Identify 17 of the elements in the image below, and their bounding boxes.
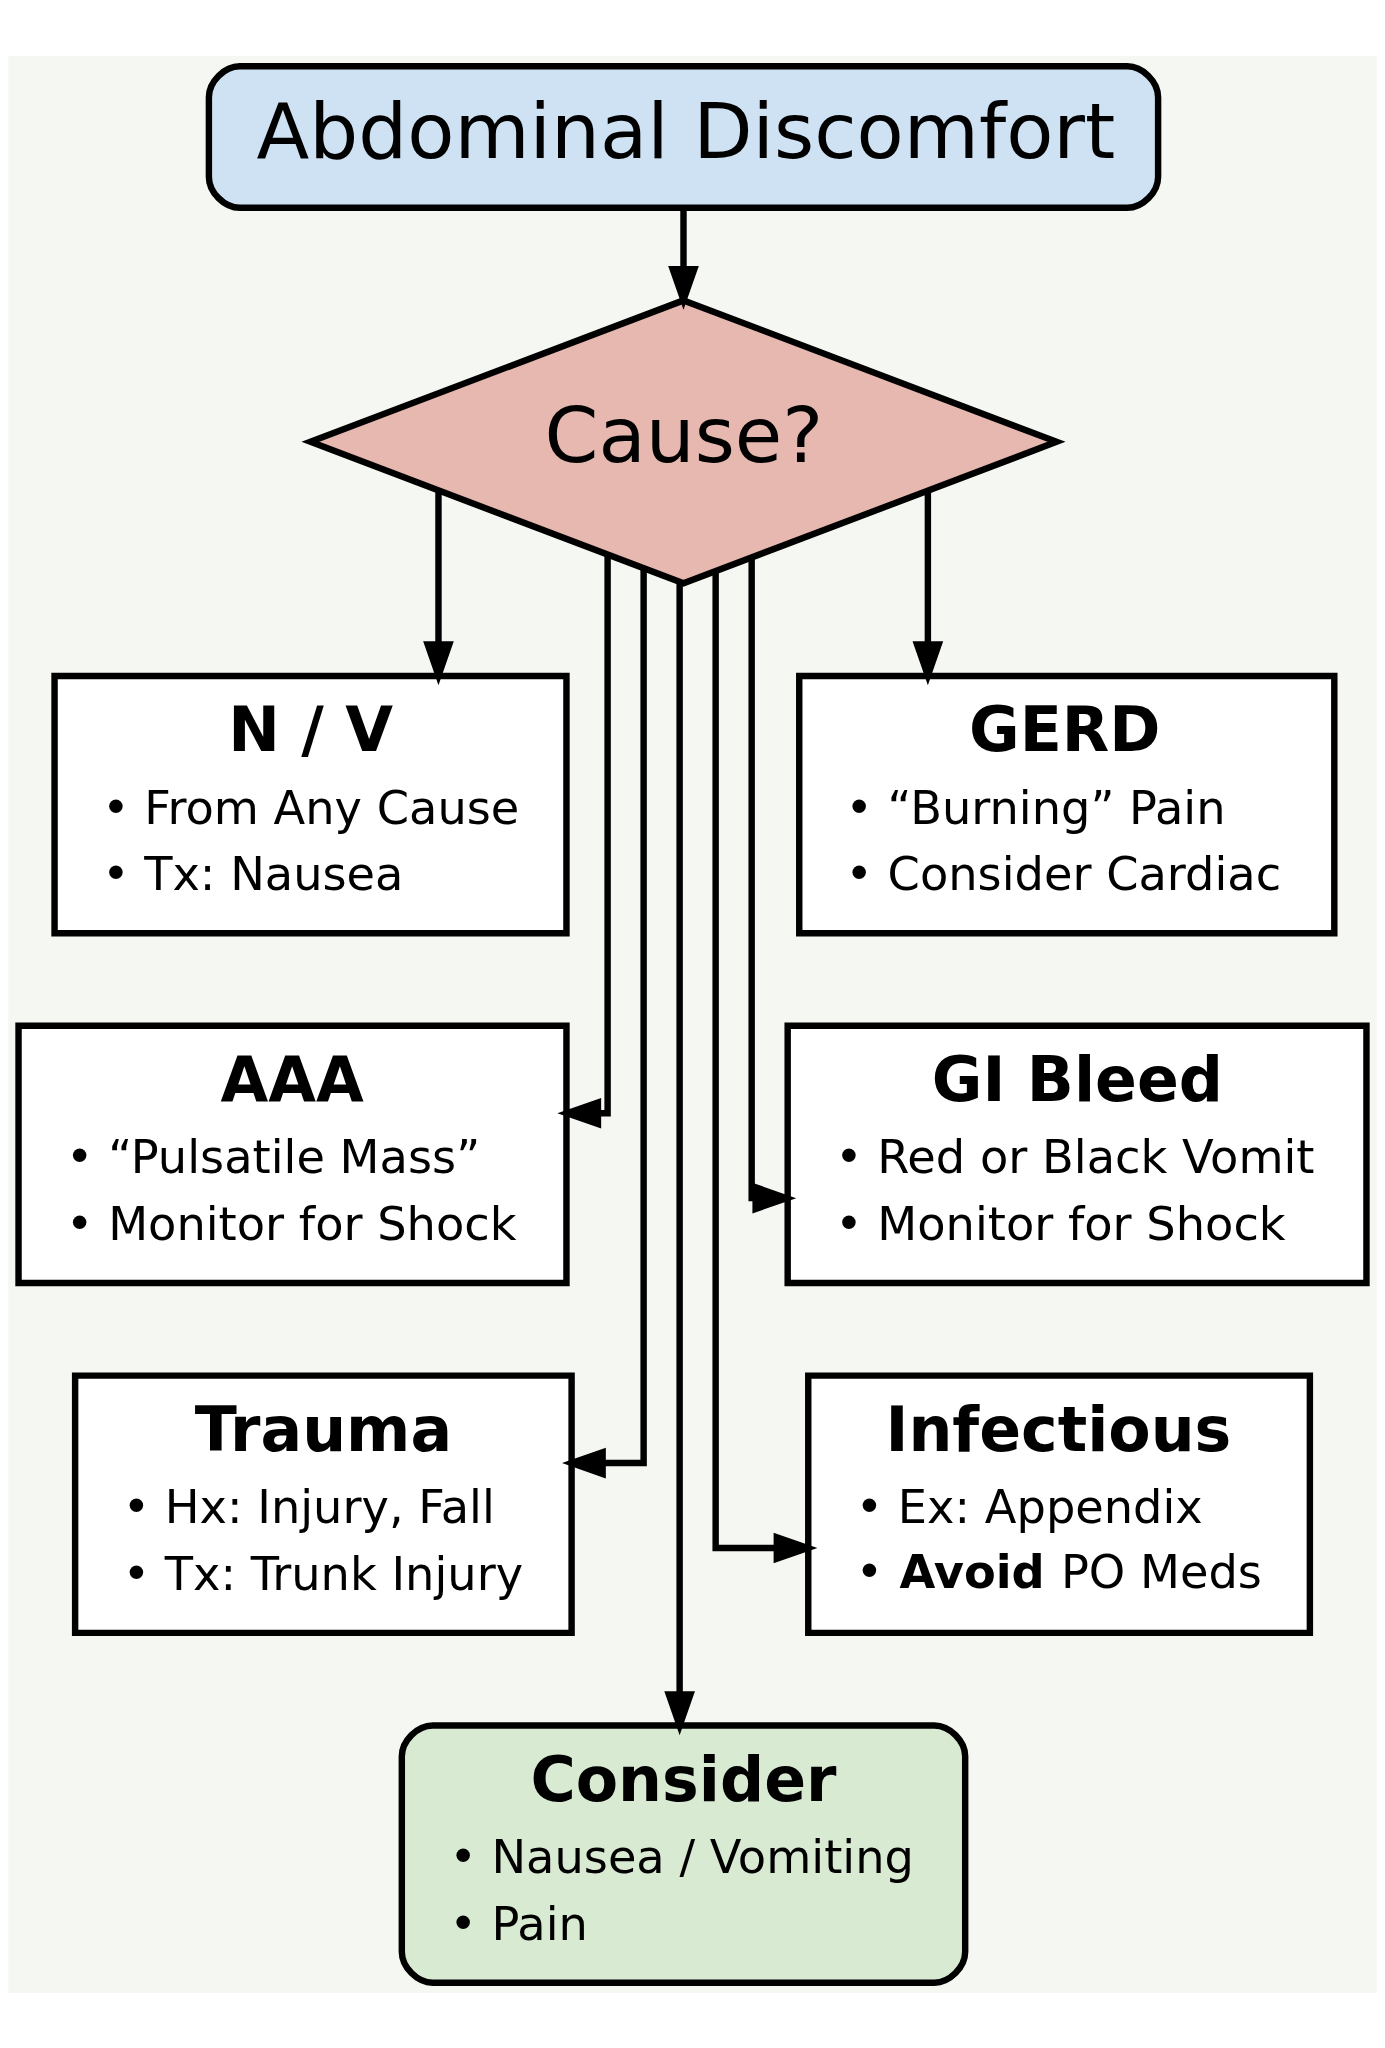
arrow	[664, 581, 695, 1735]
node-diamond: Cause?	[301, 296, 1066, 587]
node-box: N / V • From Any Cause • Tx: Nausea	[51, 672, 570, 936]
arrow	[712, 571, 818, 1563]
node-box: Infectious • Ex: Appendix • Avoid PO Meds	[805, 1371, 1314, 1636]
arrow	[912, 490, 944, 685]
arrow	[562, 568, 647, 1478]
arrow	[748, 557, 797, 1213]
arrow	[557, 554, 611, 1129]
node-box: AAA • “Pulsatile Mass” • Monitor for Shock	[15, 1022, 570, 1286]
arrow	[423, 490, 454, 685]
node-box: Consider • Nausea / Vomiting • Pain	[398, 1721, 969, 1986]
node-box: GI Bleed • Red or Black Vomit • Monitor for Shock	[784, 1022, 1370, 1286]
arrow	[668, 208, 699, 310]
node-box: Abdominal Discomfort	[205, 62, 1162, 211]
node-box: Trauma • Hx: Injury, Fall • Tx: Trunk Injury	[71, 1371, 575, 1636]
node-box: GERD • “Burning” Pain • Consider Cardiac	[796, 672, 1338, 936]
